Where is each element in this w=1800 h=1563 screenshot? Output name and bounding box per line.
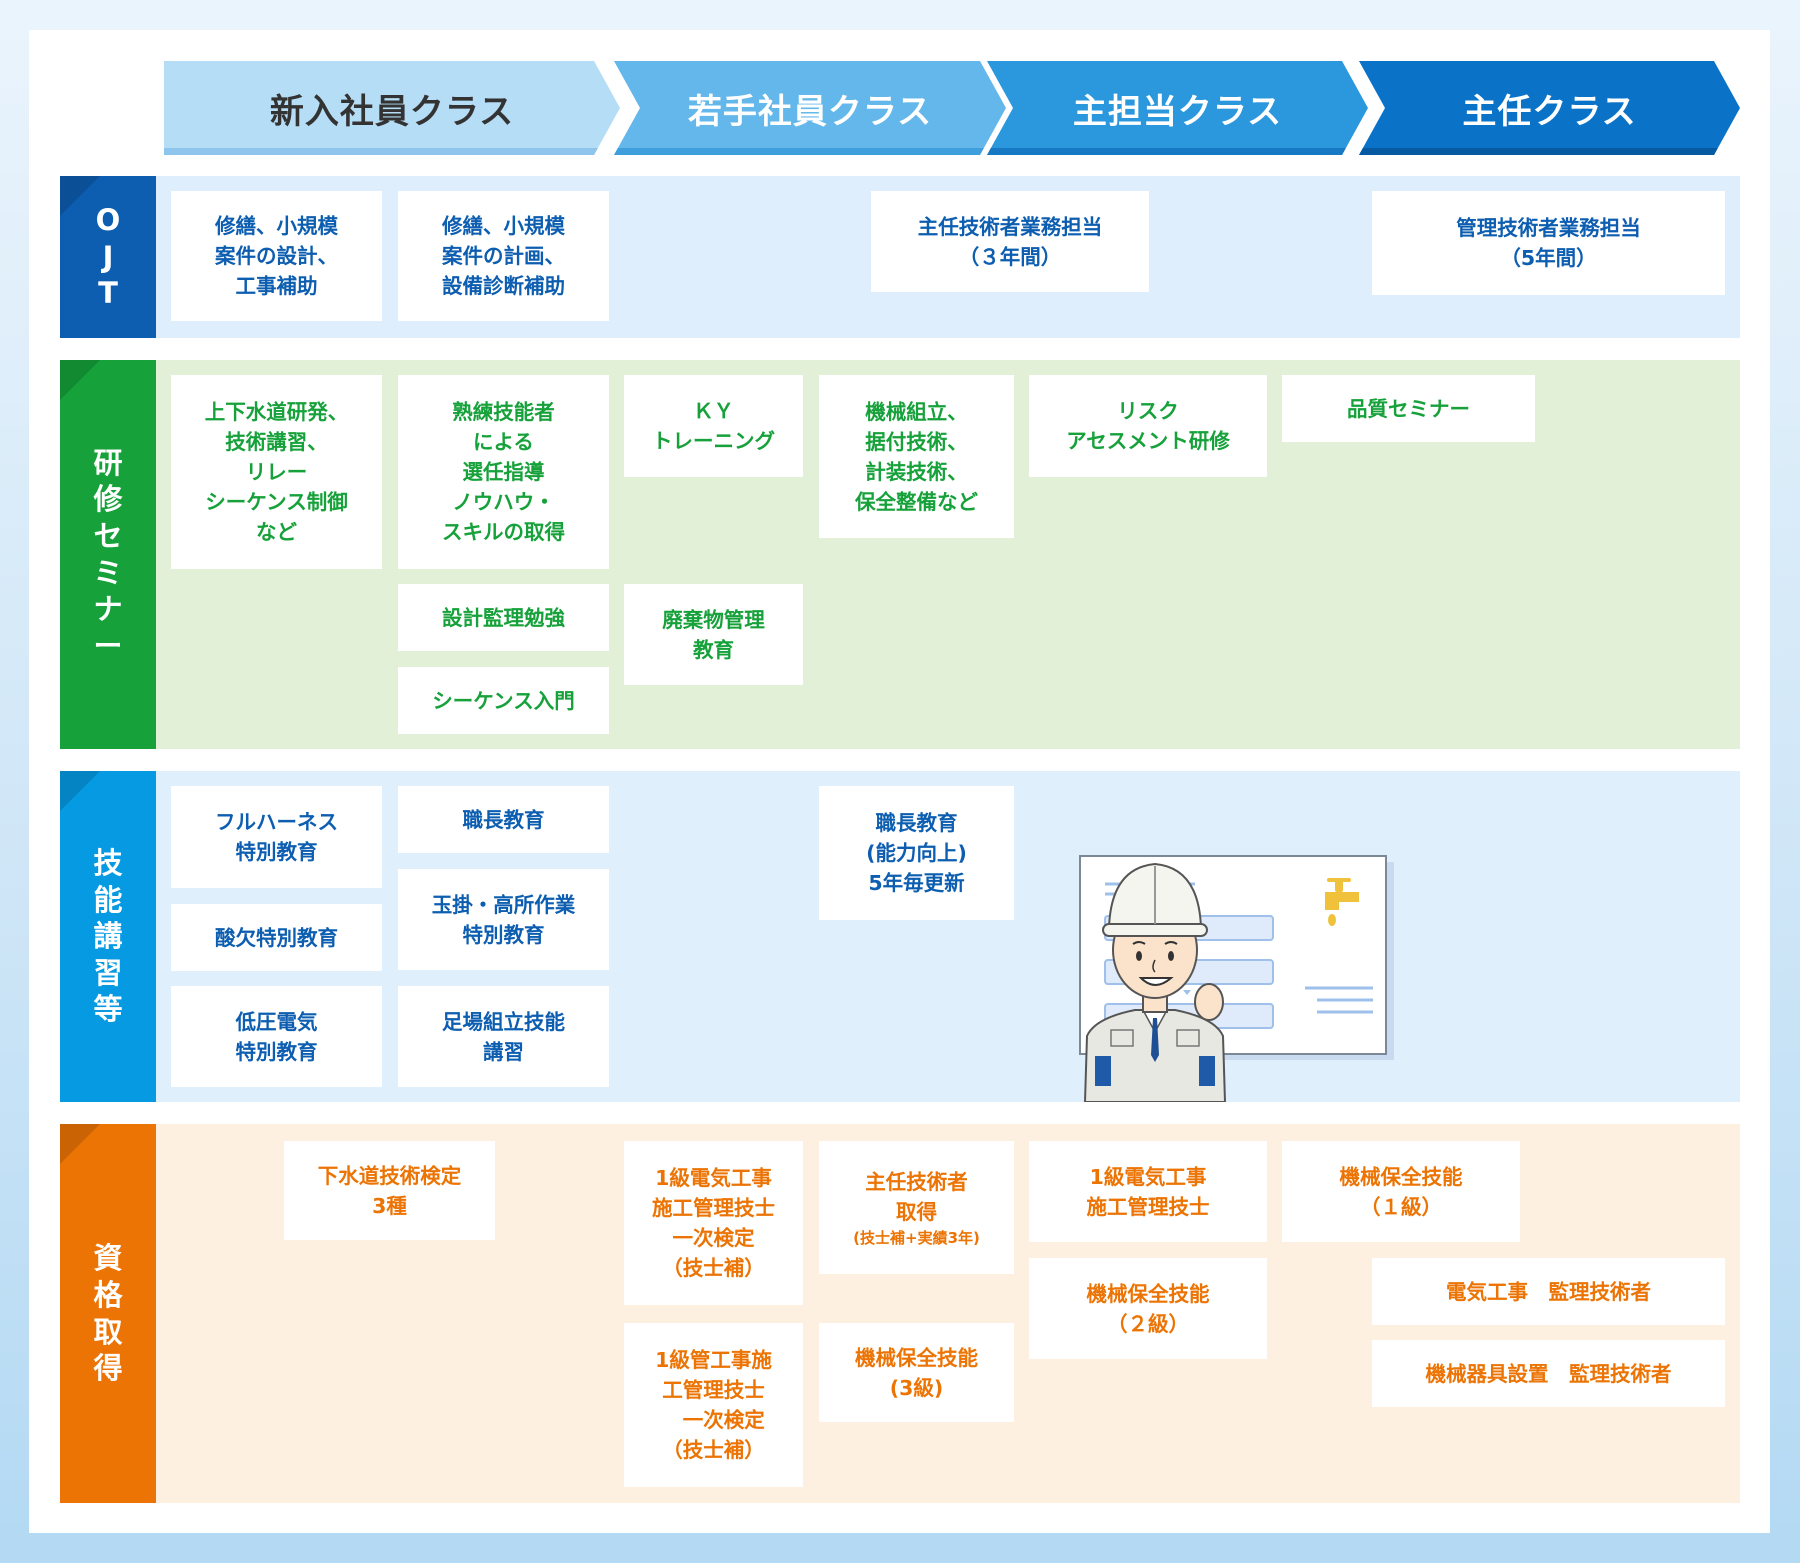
row-label-char: T [98, 276, 118, 311]
qualification-item: 機械保全技能 (3級) [819, 1323, 1014, 1422]
qualification-item-chief-engineer: 主任技術者 取得 (技士補+実績3年) [819, 1141, 1014, 1274]
row-label-char: ー [93, 628, 123, 663]
worker-icon [1083, 862, 1227, 1102]
skills-row-label: 技 能 講 習 等 [60, 771, 156, 1102]
worker-illustration [1079, 855, 1394, 1102]
class-header-stripe [164, 148, 620, 155]
qualification-item: 1級管工事施 工管理技士 一次検定 （技士補） [624, 1323, 803, 1487]
row-label-char: 等 [93, 992, 123, 1027]
row-label-char: 修 [93, 482, 123, 517]
qualification-item: 下水道技術検定 3種 [284, 1141, 495, 1240]
row-label-char: O [95, 203, 121, 238]
ojt-item: 修繕、小規模 案件の計画、 設備診断補助 [398, 191, 609, 321]
class-header-stripe [987, 148, 1368, 155]
class-header-stripe [1359, 148, 1740, 155]
skill-item: 職長教育 (能力向上) 5年毎更新 [819, 786, 1014, 920]
row-label-char: 得 [93, 1351, 123, 1386]
row-label-char: 能 [93, 882, 123, 917]
training-row-label: 研 修 セ ミ ナ ー [60, 360, 156, 749]
training-item: リスク アセスメント研修 [1029, 375, 1267, 477]
ojt-item: 管理技術者業務担当 （5年間） [1372, 191, 1725, 295]
class-header-new-employee: 新入社員クラス [164, 61, 620, 155]
class-header-lead: 主担当クラス [987, 61, 1368, 155]
training-item: 設計監理勉強 [398, 584, 609, 651]
row-label-char: 研 [93, 445, 123, 480]
training-item: ＫＹ トレーニング [624, 375, 803, 477]
skill-item: 玉掛・高所作業 特別教育 [398, 869, 609, 970]
skill-item: 酸欠特別教育 [171, 904, 382, 971]
class-header-label: 主任クラス [1462, 91, 1637, 132]
class-header-young-employee: 若手社員クラス [614, 61, 1006, 155]
ojt-row-label: O J T [60, 176, 156, 338]
class-header-stripe [614, 148, 1006, 155]
faucet-icon [1325, 878, 1359, 926]
class-header-label: 若手社員クラス [687, 91, 933, 132]
skill-item: 足場組立技能 講習 [398, 986, 609, 1087]
class-header-label: 主担当クラス [1072, 91, 1283, 132]
qualification-item: 機械器具設置 監理技術者 [1372, 1340, 1725, 1407]
training-item: 品質セミナー [1282, 375, 1535, 442]
row-label-char: 格 [93, 1277, 123, 1312]
training-item: 上下水道研発、 技術講習、 リレー シーケンス制御 など [171, 375, 382, 569]
training-item: 機械組立、 据付技術、 計装技術、 保全整備など [819, 375, 1014, 538]
row-label-char: ナ [93, 592, 123, 627]
training-item: シーケンス入門 [398, 667, 609, 734]
class-header-label: 新入社員クラス [269, 91, 515, 132]
ojt-item: 主任技術者業務担当 （３年間） [871, 191, 1149, 292]
qualification-item: 1級電気工事 施工管理技士 一次検定 （技士補） [624, 1141, 803, 1305]
qualification-item: 機械保全技能 （２級） [1029, 1258, 1267, 1359]
qualification-item: 1級電気工事 施工管理技士 [1029, 1141, 1267, 1242]
qualification-item: 機械保全技能 （１級） [1282, 1141, 1520, 1242]
row-label-char: 取 [93, 1314, 123, 1349]
ojt-item: 修繕、小規模 案件の設計、 工事補助 [171, 191, 382, 321]
qualification-item-note: (技士補+実績3年) [853, 1228, 980, 1247]
qualification-row-label: 資 格 取 得 [60, 1124, 156, 1503]
row-label-corner [60, 771, 100, 811]
row-label-char: J [102, 239, 114, 274]
row-label-corner [60, 360, 100, 400]
skill-item: 職長教育 [398, 786, 609, 853]
skill-item: 低圧電気 特別教育 [171, 986, 382, 1087]
training-item: 廃棄物管理 教育 [624, 584, 803, 685]
row-label-char: ミ [93, 555, 123, 590]
skill-item: フルハーネス 特別教育 [171, 786, 382, 888]
qualification-item: 電気工事 監理技術者 [1372, 1258, 1725, 1325]
row-label-corner [60, 176, 100, 216]
row-label-char: 技 [93, 846, 123, 881]
class-header-chief: 主任クラス [1359, 61, 1740, 155]
row-label-char: セ [93, 518, 123, 553]
row-label-char: 講 [93, 919, 123, 954]
row-label-char: 習 [93, 955, 123, 990]
row-label-char: 資 [93, 1241, 123, 1276]
row-label-corner [60, 1124, 100, 1164]
qualification-item-text: 主任技術者 取得 [865, 1169, 968, 1224]
training-item: 熟練技能者 による 選任指導 ノウハウ・ スキルの取得 [398, 375, 609, 569]
